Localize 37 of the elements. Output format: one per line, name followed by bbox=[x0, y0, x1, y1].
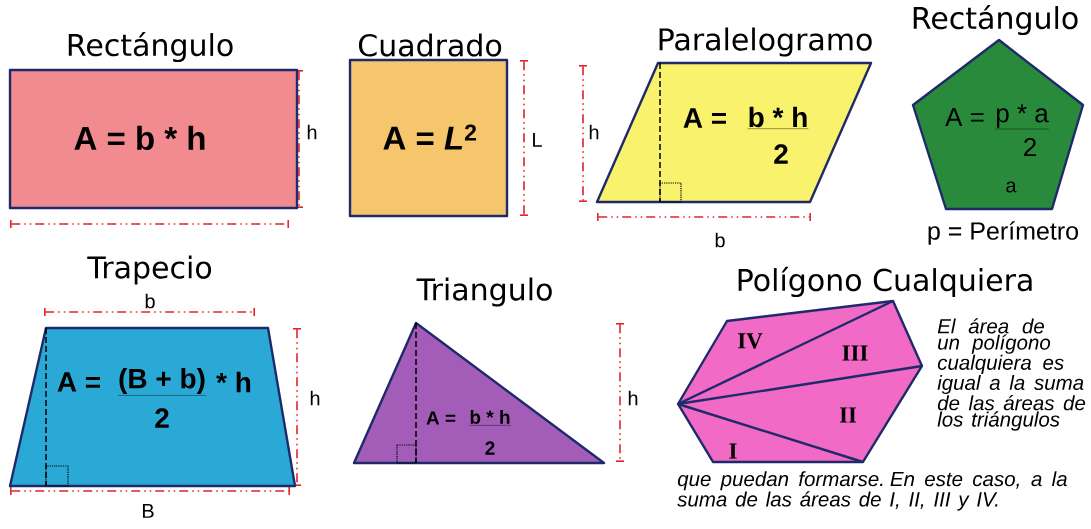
shape-title: Rectángulo bbox=[68, 31, 233, 63]
formula-part: 2 bbox=[1024, 137, 1036, 157]
dimension-label: a bbox=[1006, 181, 1017, 193]
shape-title: Polígono Cualquiera bbox=[738, 266, 1032, 298]
dimension-label: h bbox=[310, 390, 320, 406]
formula-part: (B + b) bbox=[117, 367, 207, 396]
formula-part: 2 bbox=[485, 441, 495, 455]
area-formula: A = L$^{2}$ bbox=[383, 124, 477, 150]
formula-part: b * h bbox=[469, 410, 511, 426]
dimension-label: h bbox=[307, 124, 317, 140]
shape-title: Rectángulo bbox=[913, 4, 1078, 36]
shape-title: Trapecio bbox=[87, 255, 212, 285]
region-numeral: II bbox=[839, 407, 857, 423]
formula-part: A = bbox=[945, 108, 984, 126]
region-numeral: IV bbox=[738, 333, 763, 349]
dimension-label: h bbox=[628, 390, 638, 406]
region-numeral: I bbox=[729, 443, 737, 459]
caption-text: p = Perímetro bbox=[928, 221, 1078, 245]
formula-part: A = bbox=[683, 108, 726, 128]
formula-part: 2 bbox=[155, 408, 169, 428]
dimension-label: b bbox=[715, 232, 725, 248]
dimension-label: b bbox=[145, 293, 155, 309]
formula-part: A = bbox=[57, 372, 100, 392]
formula-part: A = bbox=[426, 411, 456, 425]
formula-part: b * h bbox=[747, 106, 809, 129]
formula-part: 2 bbox=[774, 144, 788, 164]
area-formula: A = b * h bbox=[74, 125, 205, 151]
shape-title: Triangulo bbox=[416, 277, 552, 307]
formula-part: p * a bbox=[995, 104, 1049, 130]
note-text: El área de un polígono cualquiera es igual a la suma de las áreas de los triángulos bbox=[937, 318, 1086, 431]
formula-part: * h bbox=[216, 371, 251, 393]
dimension-label: L bbox=[533, 133, 542, 147]
shape-title: Cuadrado bbox=[358, 33, 502, 57]
dimension-label: B bbox=[143, 504, 154, 518]
region-numeral: III bbox=[842, 345, 868, 361]
shape-title: Paralelogramo bbox=[659, 27, 872, 57]
dimension-label: h bbox=[589, 124, 599, 140]
